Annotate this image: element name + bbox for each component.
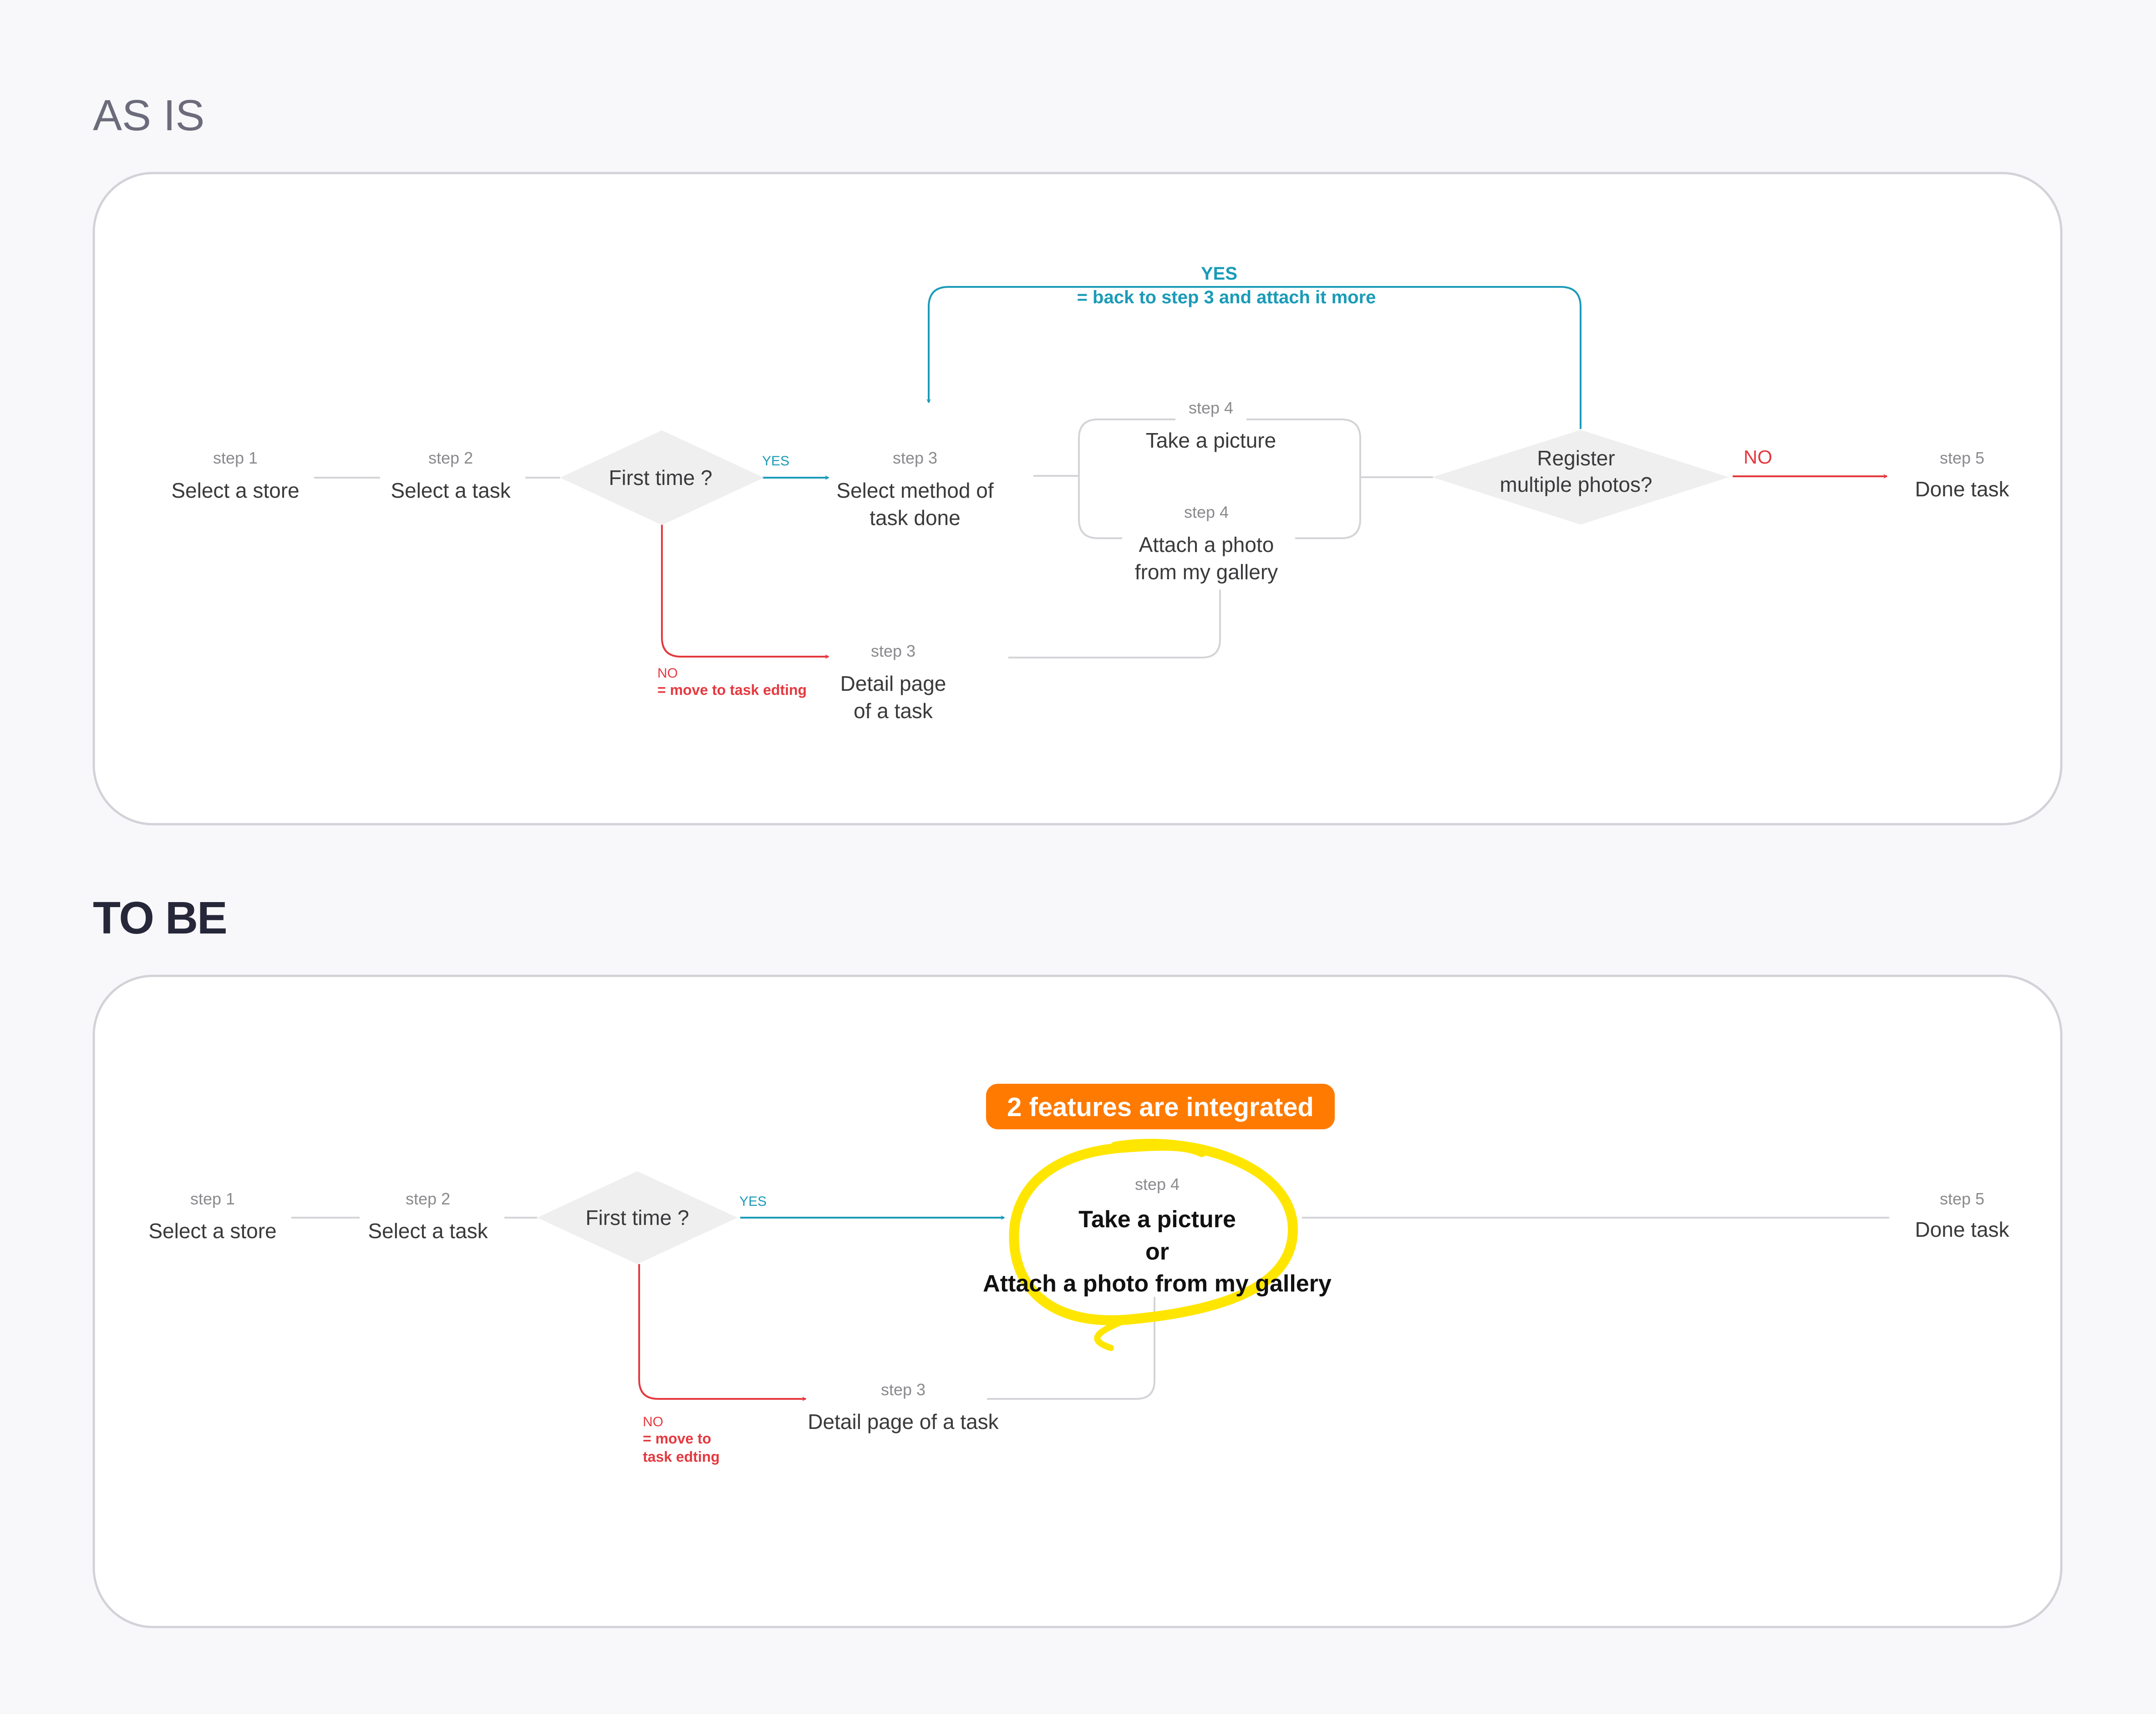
node-label-line1: Attach a photo	[1139, 533, 1274, 556]
node-label-line2: of a task	[854, 699, 933, 723]
as-is-node-step1: step 1 Select a store	[171, 449, 299, 502]
step-label: step 2	[428, 449, 473, 467]
as-is-node-step3-detail: step 3 Detail page of a task	[840, 642, 946, 723]
to-be-title: TO BE	[93, 893, 227, 944]
as-is-loop-note: = back to step 3 and attach it more	[1077, 287, 1376, 307]
step-label: step 5	[1940, 449, 1984, 467]
to-be-no-note-line1: = move to	[643, 1430, 711, 1447]
as-is-loop-yes-arrow	[926, 286, 1581, 429]
as-is-node-step5: step 5 Done task	[1915, 449, 2009, 501]
step-label: step 4	[1189, 398, 1233, 417]
node-label-line1: Detail page	[840, 672, 946, 695]
as-is-node-step2: step 2 Select a task	[391, 449, 511, 502]
node-label: Done task	[1915, 1218, 2009, 1241]
step-label: step 5	[1940, 1189, 1984, 1208]
as-is-node-step4-picture: step 4 Take a picture	[1146, 398, 1276, 452]
node-label: Select a store	[148, 1219, 276, 1243]
to-be-integration-badge: 2 features are integrated	[986, 1084, 1335, 1129]
step-label: step 3	[871, 642, 915, 660]
as-is-step4-bracket-right	[1246, 418, 1361, 539]
node-label: Done task	[1915, 477, 2009, 501]
as-is-panel	[92, 172, 2063, 826]
node-label: Select a task	[391, 479, 511, 502]
node-label-line2: task done	[870, 506, 960, 530]
as-is-decision-first-time	[560, 430, 764, 525]
highlight-circle	[1009, 1139, 1298, 1326]
as-is-no-note: = move to task edting	[657, 682, 807, 698]
as-is-no-arrow	[661, 524, 829, 659]
badge-label: 2 features are integrated	[1007, 1092, 1314, 1122]
to-be-decision-first-time	[537, 1171, 737, 1264]
to-be-node-step2: step 2 Select a task	[368, 1189, 488, 1243]
node-label: Select a task	[368, 1219, 488, 1243]
node-label: Take a picture	[1146, 428, 1276, 452]
to-be-node-step3-detail: step 3 Detail page of a task	[808, 1380, 999, 1433]
as-is-yes-label: YES	[762, 454, 789, 469]
to-be-no-note-line2: task edting	[643, 1449, 720, 1465]
as-is-title: AS IS	[93, 91, 204, 140]
node-label-line1: Take a picture	[1078, 1206, 1236, 1233]
as-is-step4-bracket-left	[1078, 418, 1175, 539]
to-be-panel	[92, 974, 2063, 1628]
step-label: step 3	[881, 1380, 925, 1399]
as-is-decision2-no-label: NO	[1744, 446, 1772, 468]
as-is-connectors	[314, 286, 1888, 659]
as-is-connector-detail-gallery	[1008, 590, 1221, 658]
step-label: step 2	[406, 1189, 450, 1208]
to-be-yes-label: YES	[739, 1194, 767, 1209]
as-is-decision-first-time-label: First time ?	[609, 466, 712, 490]
as-is-no-label: NO	[657, 666, 678, 681]
as-is-decision2-line1: Register	[1537, 446, 1615, 470]
to-be-no-label: NO	[643, 1414, 663, 1429]
to-be-node-step4-integrated: step 4 Take a picture or Attach a photo …	[983, 1175, 1332, 1297]
as-is-node-step3-method: step 3 Select method of task done	[836, 449, 993, 530]
as-is-loop-yes-label: YES	[1201, 264, 1237, 284]
to-be-decision-first-time-label: First time ?	[585, 1206, 689, 1229]
to-be-node-step1: step 1 Select a store	[148, 1189, 276, 1243]
node-label: Detail page of a task	[808, 1410, 999, 1433]
node-label-line2: or	[1145, 1239, 1169, 1265]
step-label: step 4	[1135, 1175, 1180, 1194]
node-label: Select a store	[171, 479, 299, 502]
as-is-node-step4-gallery: step 4 Attach a photo from my gallery	[1135, 503, 1278, 584]
to-be-node-step5: step 5 Done task	[1915, 1189, 2009, 1241]
as-is-decision2-line2: multiple photos?	[1500, 473, 1653, 496]
node-label-line3: Attach a photo from my gallery	[983, 1270, 1332, 1297]
node-label-line2: from my gallery	[1135, 560, 1278, 584]
step-label: step 3	[893, 449, 937, 467]
to-be-no-arrow	[638, 1264, 807, 1401]
step-label: step 1	[213, 449, 258, 467]
node-label-line1: Select method of	[836, 479, 993, 502]
as-is-decision-register-multiple	[1432, 430, 1729, 525]
step-label: step 4	[1184, 503, 1229, 521]
to-be-connectors	[291, 1215, 1889, 1401]
to-be-connector-detail-step4	[987, 1297, 1155, 1400]
step-label: step 1	[190, 1189, 235, 1208]
highlight-circle-tail	[1094, 1316, 1132, 1351]
badge-background	[986, 1084, 1335, 1129]
